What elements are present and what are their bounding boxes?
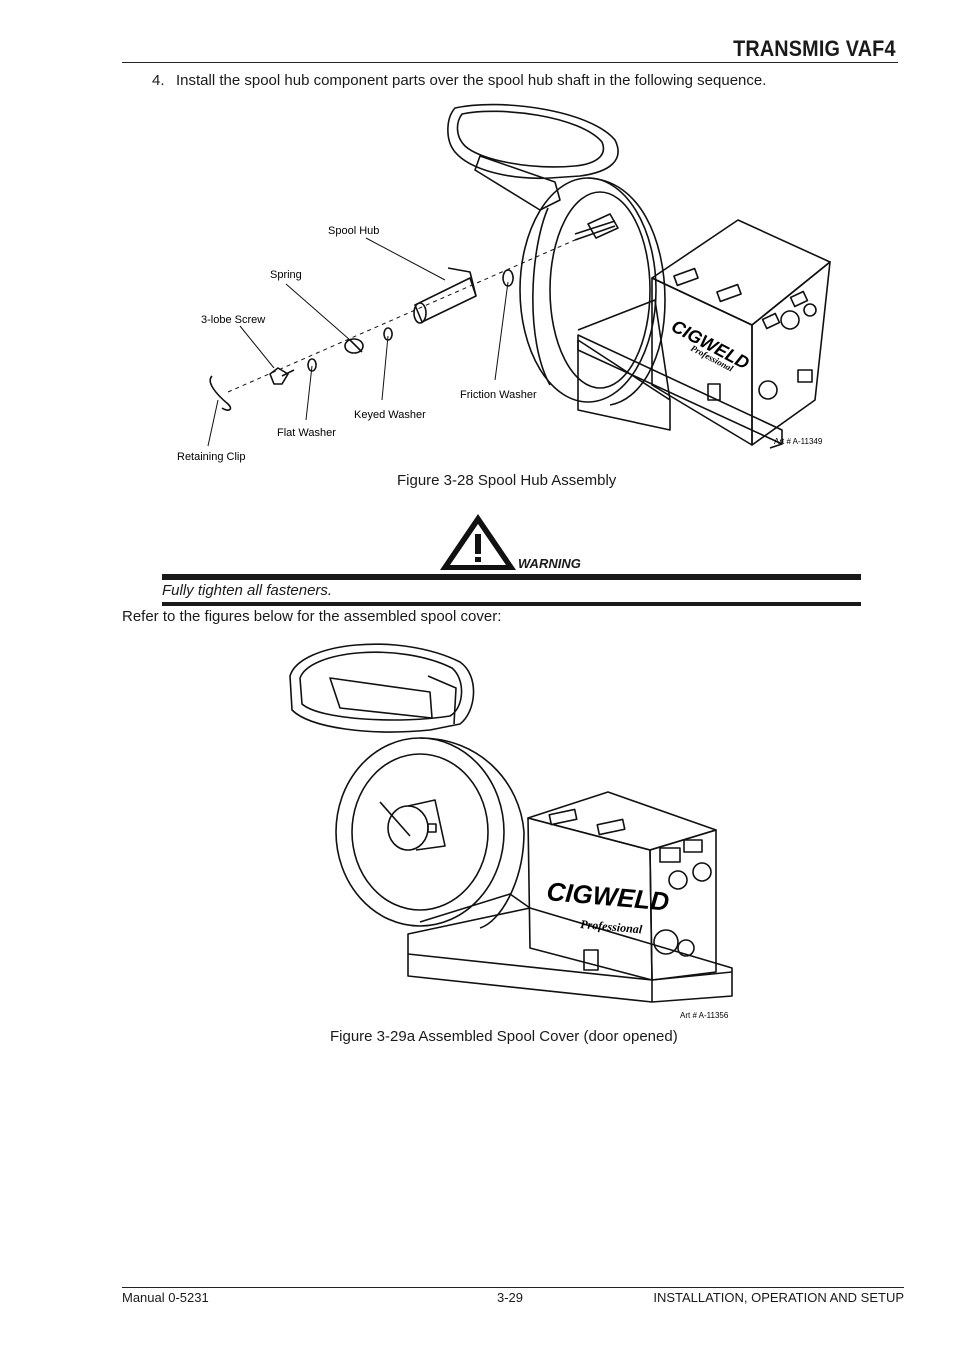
screw-part	[269, 367, 289, 385]
figure-2-caption: Figure 3-29a Assembled Spool Cover (door…	[330, 1028, 678, 1045]
spool-hub-part	[414, 277, 477, 323]
spool-cover-lid	[447, 103, 619, 180]
label-spool-hub: Spool Hub	[328, 225, 379, 237]
spool-hub-assembly-figure: CIGWELD Professional Spool Hub Spring 3-…	[177, 103, 831, 463]
footer-section-title: INSTALLATION, OPERATION AND SETUP	[653, 1290, 904, 1305]
refer-text: Refer to the figures below for the assem…	[122, 608, 502, 625]
spool-drum-2	[335, 737, 505, 927]
retaining-clip-part	[209, 375, 232, 411]
warning-word: WARNING	[518, 556, 581, 571]
warning-bottom-bar	[162, 602, 861, 606]
label-keyed-washer: Keyed Washer	[354, 409, 426, 421]
art-number-1: Art # A-11349	[774, 437, 823, 446]
spool-drum	[519, 177, 657, 403]
warning-text: Fully tighten all fasteners.	[162, 582, 333, 599]
spring-part	[344, 338, 364, 354]
keyed-washer-part	[383, 327, 393, 341]
flat-washer-part	[307, 358, 317, 372]
brand-logo-2-sub: Professional	[580, 917, 644, 936]
warning-triangle-icon	[440, 514, 516, 570]
label-retaining-clip: Retaining Clip	[177, 451, 245, 463]
label-friction-washer: Friction Washer	[460, 389, 537, 401]
label-spring: Spring	[270, 269, 302, 281]
brand-logo-1: CIGWELD	[668, 316, 752, 374]
step-4: 4. Install the spool hub component parts …	[152, 72, 766, 89]
footer-page-number: 3-29	[497, 1290, 524, 1305]
document-title: TRANSMIG VAF4	[733, 36, 896, 61]
art-number-2: Art # A-11356	[680, 1011, 729, 1020]
brand-logo-2: CIGWELD	[545, 876, 670, 917]
label-flat-washer: Flat Washer	[277, 427, 336, 439]
warning-top-bar	[162, 574, 861, 580]
figure-1-caption: Figure 3-28 Spool Hub Assembly	[397, 472, 617, 489]
footer-manual-number: Manual 0-5231	[122, 1290, 209, 1305]
header-rule	[122, 62, 898, 63]
open-lid	[289, 643, 475, 733]
label-3-lobe-screw: 3-lobe Screw	[201, 314, 265, 326]
spool-stand-base	[577, 339, 671, 431]
assembled-spool-cover-figure: CIGWELD Professional Art # A-11356	[289, 643, 733, 1020]
footer-rule	[122, 1287, 904, 1288]
step-text: Install the spool hub component parts ov…	[176, 72, 767, 89]
friction-washer-part	[502, 269, 514, 287]
wire-feeder-cabinet-2	[527, 791, 717, 851]
step-number: 4.	[152, 72, 165, 89]
